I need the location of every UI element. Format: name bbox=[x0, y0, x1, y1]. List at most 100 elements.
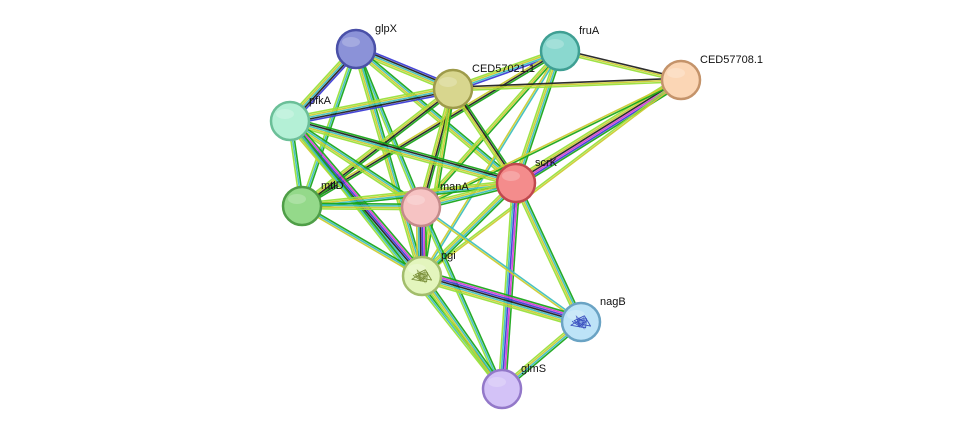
edge-layer bbox=[285, 44, 684, 392]
edge-evidence-line bbox=[419, 88, 453, 207]
edge-evidence-line bbox=[356, 48, 424, 276]
node-highlight bbox=[502, 171, 520, 181]
edge-evidence-line bbox=[420, 78, 681, 207]
edge-mana-glms[interactable] bbox=[418, 205, 505, 391]
edge-evidence-line bbox=[354, 49, 516, 185]
edge-evidence-line bbox=[517, 181, 585, 322]
node-circle bbox=[400, 186, 442, 228]
edge-evidence-line bbox=[421, 205, 505, 389]
edge-scrk-nagb[interactable] bbox=[512, 181, 585, 324]
node-circle bbox=[560, 301, 602, 343]
edge-scrk-pgi[interactable] bbox=[419, 180, 519, 279]
node-circle bbox=[401, 255, 443, 297]
node-ced57021-1[interactable]: CED57021.1 bbox=[432, 63, 535, 110]
edge-evidence-line bbox=[420, 280, 580, 328]
edge-pgi-glms[interactable] bbox=[419, 273, 505, 392]
edge-evidence-line bbox=[420, 181, 516, 276]
node-mana[interactable]: manA bbox=[400, 181, 469, 228]
node-label: CED57021.1 bbox=[472, 63, 535, 75]
edge-evidence-line bbox=[421, 80, 682, 209]
node-pfka[interactable]: pfkA bbox=[269, 95, 332, 142]
edge-evidence-line bbox=[422, 271, 583, 320]
edge-evidence-line bbox=[287, 121, 502, 391]
edge-evidence-line bbox=[421, 205, 582, 322]
node-scrk[interactable]: scrK bbox=[495, 157, 558, 204]
edge-evidence-line bbox=[453, 80, 682, 92]
edge-pgi-nagb[interactable] bbox=[420, 270, 583, 328]
edge-glpx-scrk[interactable] bbox=[353, 46, 519, 186]
edge-ced57021-1-pfka[interactable] bbox=[289, 84, 454, 126]
node-label: manA bbox=[440, 181, 469, 193]
edge-evidence-line bbox=[289, 84, 453, 119]
edge-evidence-line bbox=[289, 120, 517, 184]
edge-evidence-line bbox=[423, 273, 505, 388]
edge-evidence-line bbox=[420, 78, 681, 276]
edge-scrk-glms[interactable] bbox=[497, 182, 521, 390]
edge-evidence-line bbox=[423, 270, 583, 318]
edge-evidence-line bbox=[422, 80, 683, 278]
edge-evidence-line bbox=[302, 203, 424, 276]
edge-evidence-line bbox=[420, 276, 502, 390]
edge-evidence-line bbox=[300, 206, 422, 279]
node-nagb[interactable]: nagB bbox=[560, 296, 626, 343]
edge-evidence-line bbox=[497, 182, 514, 389]
node-highlight bbox=[276, 109, 294, 119]
edge-mtld-pgi[interactable] bbox=[300, 203, 424, 279]
edge-frua-ced57708-1[interactable] bbox=[559, 48, 682, 83]
edge-evidence-line bbox=[514, 183, 581, 323]
edge-ced57708-1-mana[interactable] bbox=[420, 78, 682, 209]
edge-ced57708-1-pgi[interactable] bbox=[420, 78, 683, 278]
node-circle bbox=[481, 368, 523, 410]
node-highlight bbox=[488, 377, 506, 387]
edge-evidence-line bbox=[289, 88, 454, 122]
node-ced57708-1[interactable]: CED57708.1 bbox=[660, 54, 763, 101]
node-pgi[interactable]: pgi bbox=[401, 250, 456, 297]
edge-evidence-line bbox=[421, 88, 454, 277]
node-mtld[interactable]: mtlD bbox=[281, 180, 344, 227]
node-highlight bbox=[288, 194, 306, 204]
edge-pfka-scrk[interactable] bbox=[288, 116, 518, 188]
edge-evidence-line bbox=[559, 50, 682, 81]
edge-mana-nagb[interactable] bbox=[420, 205, 582, 324]
edge-evidence-line bbox=[292, 117, 427, 274]
edge-evidence-line bbox=[290, 118, 517, 183]
edge-evidence-line bbox=[421, 51, 562, 209]
edge-evidence-line bbox=[517, 51, 564, 185]
node-highlight bbox=[407, 195, 425, 205]
edge-evidence-line bbox=[354, 49, 422, 277]
edge-evidence-line bbox=[504, 183, 521, 390]
edge-evidence-line bbox=[356, 47, 518, 183]
node-label: pgi bbox=[441, 250, 456, 262]
node-highlight bbox=[667, 68, 685, 78]
edge-evidence-line bbox=[288, 123, 516, 188]
node-label: glmS bbox=[521, 363, 546, 375]
edge-evidence-line bbox=[421, 275, 582, 323]
node-circle bbox=[269, 100, 311, 142]
edge-evidence-line bbox=[290, 116, 518, 181]
edge-evidence-line bbox=[512, 183, 580, 324]
edge-evidence-line bbox=[417, 88, 452, 207]
protein-structure-icon bbox=[570, 315, 592, 330]
node-glpx[interactable]: glpX bbox=[335, 23, 398, 70]
edge-frua-mana[interactable] bbox=[419, 49, 562, 209]
edge-evidence-line bbox=[420, 207, 581, 324]
edge-ced57021-1-ced57708-1[interactable] bbox=[452, 77, 682, 92]
edge-evidence-line bbox=[452, 79, 682, 90]
edge-evidence-line bbox=[499, 182, 516, 389]
node-circle bbox=[660, 59, 702, 101]
edge-evidence-line bbox=[422, 273, 582, 322]
node-glms[interactable]: glmS bbox=[481, 363, 546, 410]
node-circle bbox=[281, 185, 323, 227]
edge-evidence-line bbox=[420, 50, 561, 208]
node-label: pfkA bbox=[309, 95, 332, 107]
node-label: glpX bbox=[375, 23, 398, 35]
edge-evidence-line bbox=[352, 49, 421, 277]
edge-evidence-line bbox=[421, 276, 581, 325]
edge-evidence-line bbox=[301, 50, 561, 207]
node-circle bbox=[335, 28, 377, 70]
edge-glpx-pgi[interactable] bbox=[352, 48, 426, 277]
node-circle bbox=[432, 68, 474, 110]
edge-evidence-line bbox=[515, 78, 681, 183]
node-frua[interactable]: fruA bbox=[539, 25, 600, 72]
node-highlight bbox=[342, 37, 360, 47]
